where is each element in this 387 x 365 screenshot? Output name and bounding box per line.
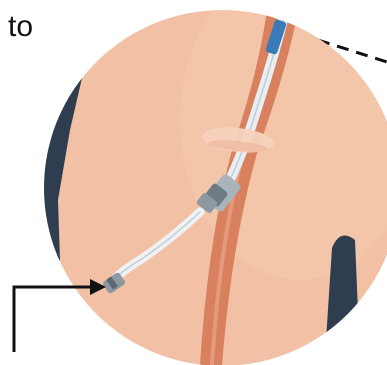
skin-circle-icon bbox=[40, 0, 387, 365]
callout-arrow-icon bbox=[14, 279, 106, 352]
